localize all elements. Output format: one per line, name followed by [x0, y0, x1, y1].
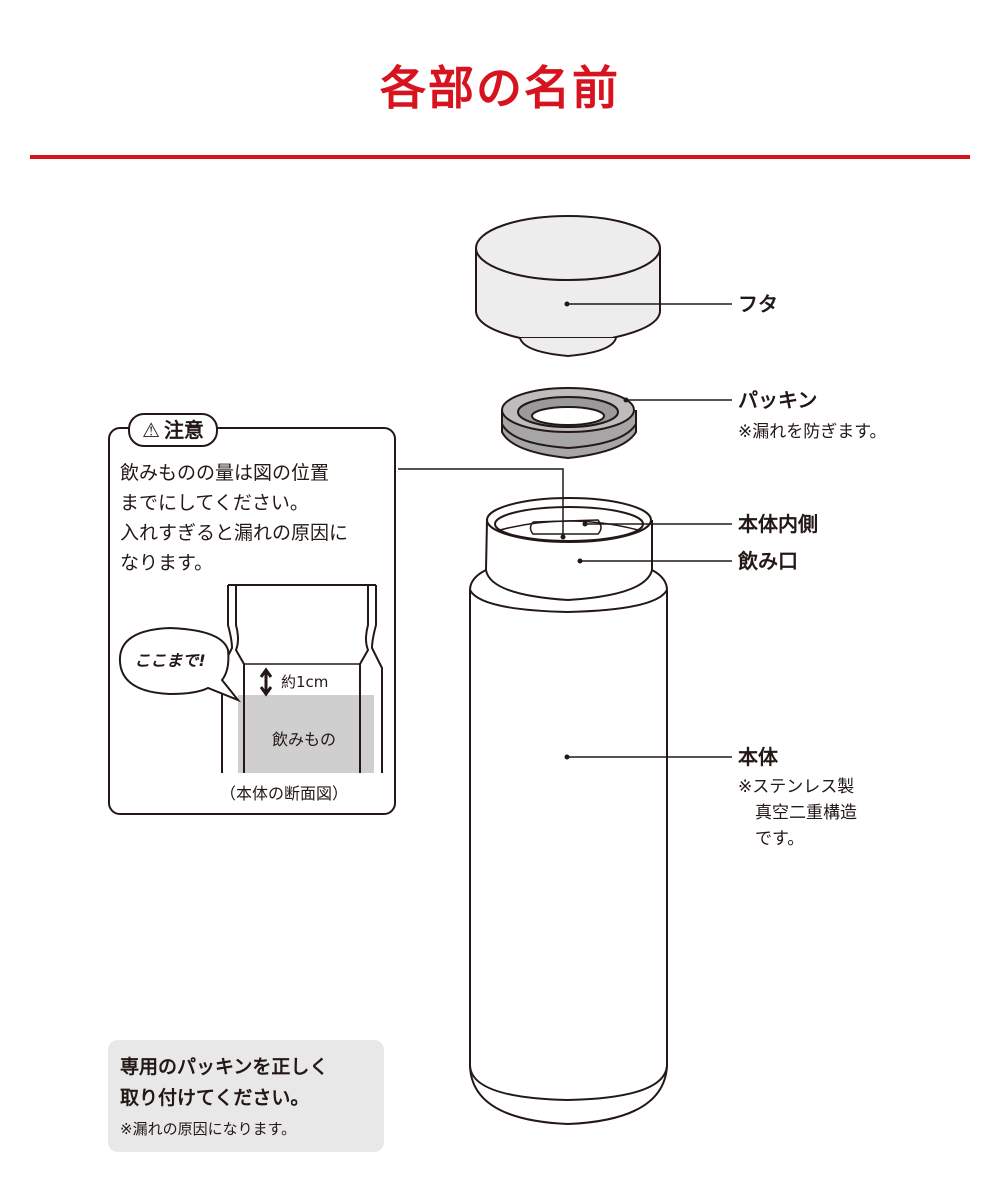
label-inner: 本体内側 [738, 512, 818, 536]
warning-triangle-icon: ⚠ [142, 418, 160, 442]
packing-note-sub: ※漏れの原因になります。 [120, 1120, 297, 1138]
packing-note-main: 専用のパッキンを正しく 取り付けてください。 [120, 1056, 329, 1109]
note-body-line3: です。 [738, 829, 805, 849]
packing-note-box [108, 1040, 384, 1152]
title-divider [30, 155, 970, 159]
label-mouth: 飲み口 [738, 549, 798, 573]
speech-bubble-text: ここまで! [134, 651, 206, 670]
lid-illustration [475, 215, 661, 358]
packing-illustration [501, 387, 637, 460]
note-body-line2: 真空二重構造 [738, 803, 857, 823]
bottle-mouth-illustration [484, 497, 653, 602]
cross-section-illustration [118, 584, 383, 773]
note-body-line1: ※ステンレス製 [738, 777, 855, 797]
label-body: 本体 [738, 745, 778, 769]
cross-section-caption: （本体の断面図） [220, 784, 349, 803]
caution-box [108, 427, 396, 815]
note-packing: ※漏れを防ぎます。 [738, 422, 887, 442]
caution-tag: ⚠ 注意 [128, 413, 218, 447]
bottle-body-illustration [469, 569, 668, 1126]
label-packing: パッキン [738, 388, 818, 412]
label-lid: フタ [738, 292, 778, 316]
caution-text: 飲みものの量は図の位置 までにしてください。 入れすぎると漏れの原因に なります… [120, 462, 349, 574]
leader-lines [398, 303, 732, 758]
page-title: 各部の名前 [380, 61, 620, 115]
caution-title: 注意 [163, 418, 204, 442]
gap-label: 約1cm [281, 673, 329, 691]
drink-label: 飲みもの [271, 730, 336, 749]
